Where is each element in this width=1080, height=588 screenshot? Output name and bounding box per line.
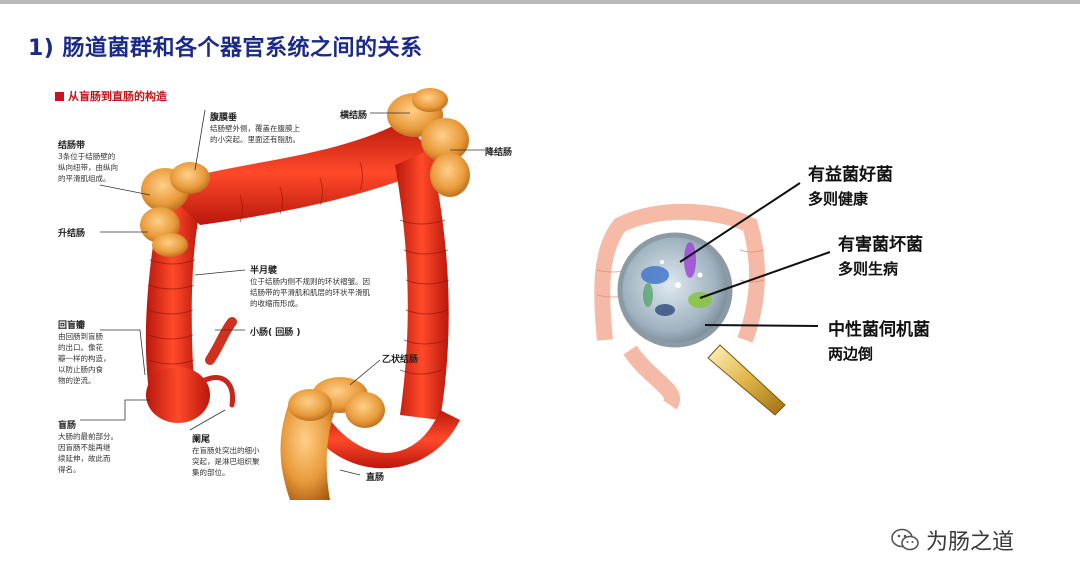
good-bacteria-heading: 有益菌好菌 xyxy=(808,160,893,185)
neutral-bacteria-sub: 两边倒 xyxy=(828,343,930,364)
bad-bacteria-heading: 有害菌坏菌 xyxy=(838,230,923,255)
callout-bad-bacteria: 有害菌坏菌 多则生病 xyxy=(838,230,923,279)
magnifier-lens xyxy=(620,235,730,345)
good-bacteria-sub: 多则健康 xyxy=(808,188,893,209)
watermark: 为肠之道 xyxy=(890,524,1014,556)
callout-neutral-bacteria: 中性菌伺机菌 两边倒 xyxy=(828,315,930,364)
watermark-text: 为肠之道 xyxy=(926,524,1014,556)
magnifier-handle xyxy=(708,345,785,415)
bad-bacteria-sub: 多则生病 xyxy=(838,258,923,279)
neutral-bacteria-heading: 中性菌伺机菌 xyxy=(828,315,930,340)
callout-good-bacteria: 有益菌好菌 多则健康 xyxy=(808,160,893,209)
wechat-icon xyxy=(890,527,920,553)
